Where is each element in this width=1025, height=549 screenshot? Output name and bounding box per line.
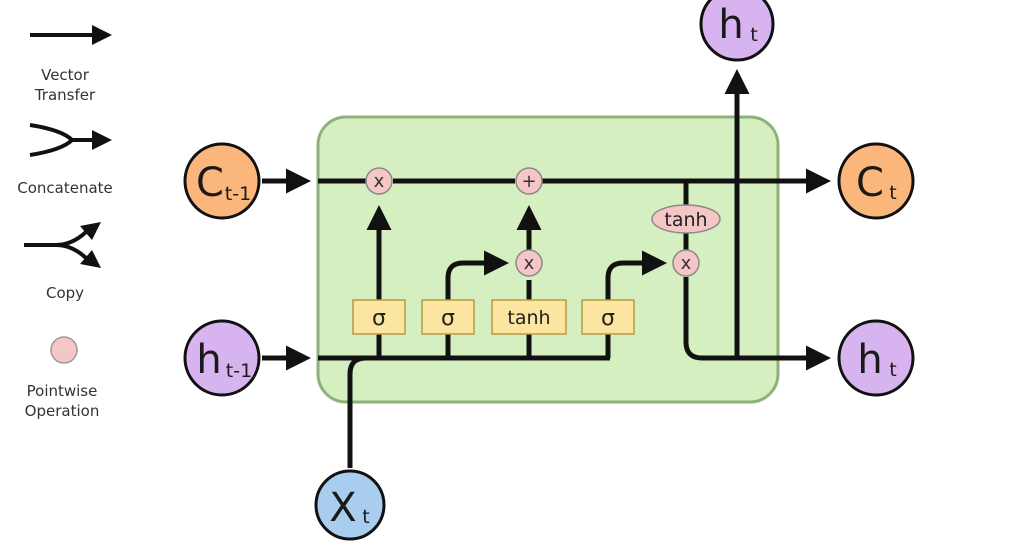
c-t-main: C bbox=[856, 160, 884, 206]
legend-vector-label-2: Transfer bbox=[34, 86, 96, 104]
candidate-gate-label: tanh bbox=[507, 307, 550, 329]
h-t-top-main: h bbox=[718, 2, 743, 48]
forget-gate: σ bbox=[352, 299, 406, 335]
output-gate: σ bbox=[581, 299, 635, 335]
h-t-right-main: h bbox=[857, 337, 882, 383]
forget-multiply-op: x bbox=[365, 167, 393, 195]
hidden-out-arrow bbox=[683, 277, 831, 371]
c-prev-main: C bbox=[196, 160, 224, 206]
input-gate-out-arrow bbox=[445, 250, 509, 300]
gates: σ σ tanh σ bbox=[352, 299, 635, 335]
concatenate-icon bbox=[29, 123, 98, 157]
legend-copy-label: Copy bbox=[46, 284, 84, 302]
concatenate-arrowhead-icon bbox=[92, 130, 112, 150]
legend-copy: Copy bbox=[24, 222, 101, 302]
cell-add-label: + bbox=[521, 171, 536, 192]
x-t-main: X bbox=[329, 485, 356, 531]
h-prev-node: h t-1 bbox=[183, 319, 261, 397]
copy-icon bbox=[24, 230, 88, 260]
output-multiply-op: x bbox=[672, 249, 700, 277]
h-prev-sub: t-1 bbox=[226, 360, 252, 382]
legend-vector-label-1: Vector bbox=[41, 66, 90, 84]
input-gate-label: σ bbox=[441, 306, 455, 331]
forget-multiply-label: x bbox=[374, 171, 385, 192]
nodes: C t-1 h t-1 X t C t h t h t bbox=[183, 0, 915, 541]
input-multiply-label: x bbox=[524, 253, 535, 274]
vector-transfer-arrowhead-icon bbox=[92, 25, 112, 45]
output-multiply-label: x bbox=[681, 253, 692, 274]
tanh-op: tanh bbox=[651, 204, 721, 234]
copy-arrowhead-down-icon bbox=[80, 250, 101, 268]
c-prev-node: C t-1 bbox=[183, 142, 261, 220]
x-t-sub: t bbox=[362, 506, 369, 528]
c-t-sub: t bbox=[889, 182, 896, 204]
pointwise-operations: x + x x tanh bbox=[365, 167, 721, 277]
connections bbox=[262, 69, 831, 468]
h-t-right-node: h t bbox=[837, 319, 915, 397]
copy-arrowhead-up-icon bbox=[80, 222, 101, 240]
h-t-top-node: h t bbox=[699, 0, 775, 62]
h-t-right-sub: t bbox=[889, 359, 896, 381]
legend-concatenate-label: Concatenate bbox=[17, 179, 113, 197]
legend-pointwise-label-1: Pointwise bbox=[27, 382, 98, 400]
input-multiply-op: x bbox=[515, 249, 543, 277]
cell-add-op: + bbox=[515, 167, 543, 195]
legend-pointwise: Pointwise Operation bbox=[25, 336, 100, 420]
candidate-gate: tanh bbox=[491, 299, 567, 335]
tanh-op-label: tanh bbox=[664, 209, 707, 231]
input-gate: σ bbox=[421, 299, 475, 335]
legend-pointwise-label-2: Operation bbox=[25, 402, 100, 420]
x-t-node: X t bbox=[314, 469, 386, 541]
h-t-top-sub: t bbox=[750, 24, 757, 46]
output-gate-label: σ bbox=[601, 306, 615, 331]
c-prev-sub: t-1 bbox=[225, 183, 251, 205]
output-gate-out-arrow bbox=[605, 250, 667, 300]
h-prev-main: h bbox=[196, 337, 221, 383]
c-t-node: C t bbox=[837, 142, 915, 220]
legend-concatenate: Concatenate bbox=[17, 123, 113, 197]
legend: Vector Transfer Concatenate Copy Pointwi… bbox=[17, 25, 113, 420]
x-input-line bbox=[347, 355, 367, 468]
pointwise-op-icon bbox=[50, 336, 78, 364]
forget-gate-label: σ bbox=[372, 306, 386, 331]
legend-vector-transfer: Vector Transfer bbox=[30, 25, 112, 104]
